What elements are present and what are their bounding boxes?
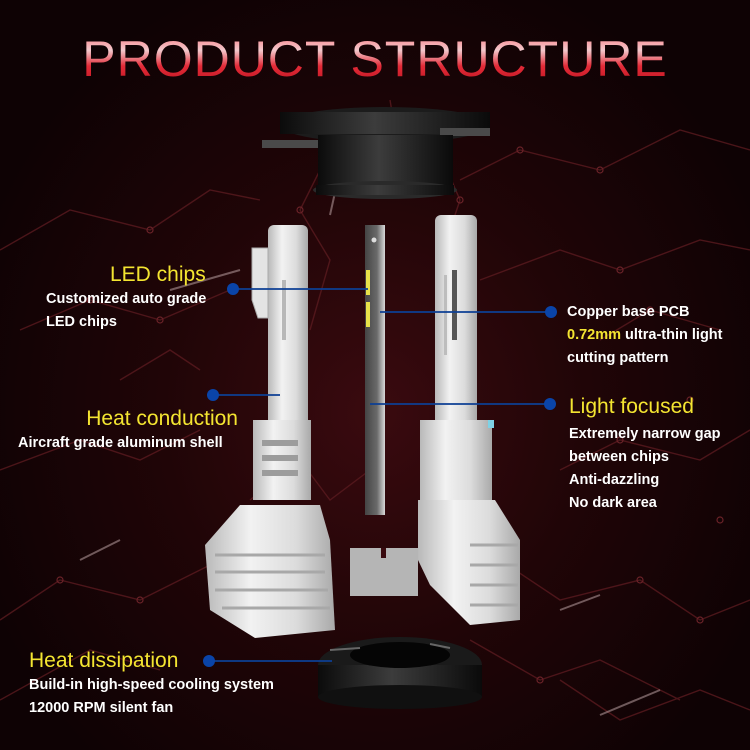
copper-pcb-desc-1: 0.72mm ultra-thin light [567,327,723,343]
right-aluminum-shell [418,215,520,625]
heat-conduction-desc-1: Aircraft grade aluminum shell [18,435,223,451]
heat-dissipation-desc-1: Build-in high-speed cooling system [29,677,274,693]
light-focused-dot-icon [544,398,556,410]
callout-led-chips: LED chips Customized auto grade LED chip… [46,262,206,334]
led-chip-top [366,270,370,295]
heat-conduction-heading: Heat conduction [86,407,238,430]
adapter-base [262,107,490,199]
led-chips-desc-1: Customized auto grade [46,291,207,307]
copper-pcb-desc-2: cutting pattern [567,350,669,366]
led-chips-dot-icon [227,283,239,295]
led-chips-desc-2: LED chips [46,314,117,330]
callout-heat-dissipation: Heat dissipation Build-in high-speed coo… [29,648,274,720]
callout-copper-pcb: Copper base PCB 0.72mm ultra-thin light … [567,301,723,370]
light-focused-desc-2: between chips [569,449,669,465]
heat-dissipation-heading: Heat dissipation [29,649,179,672]
heat-conduction-dot-icon [207,389,219,401]
heat-dissipation-dot-icon [203,655,215,667]
callout-light-focused: Light focused Extremely narrow gap betwe… [569,394,721,515]
connector-lines [210,288,550,662]
left-aluminum-shell [205,225,335,638]
light-focused-desc-3: Anti-dazzling [569,472,660,488]
copper-pcb-heading: Copper base PCB [567,304,690,320]
light-focused-desc-1: Extremely narrow gap [569,426,721,442]
copper-pcb-board [365,225,385,515]
cooling-fan [318,637,482,709]
led-chip-bottom [366,302,370,327]
page-title: PRODUCT STRUCTURE [0,30,750,88]
callout-heat-conduction: Heat conduction Aircraft grade aluminum … [18,406,238,455]
led-chips-heading: LED chips [110,263,206,286]
heat-dissipation-desc-2: 12000 RPM silent fan [29,700,174,716]
light-focused-heading: Light focused [569,395,694,418]
thickness-highlight: 0.72mm [567,327,622,343]
light-focused-desc-4: No dark area [569,495,657,511]
copper-pcb-dot-icon [545,306,557,318]
